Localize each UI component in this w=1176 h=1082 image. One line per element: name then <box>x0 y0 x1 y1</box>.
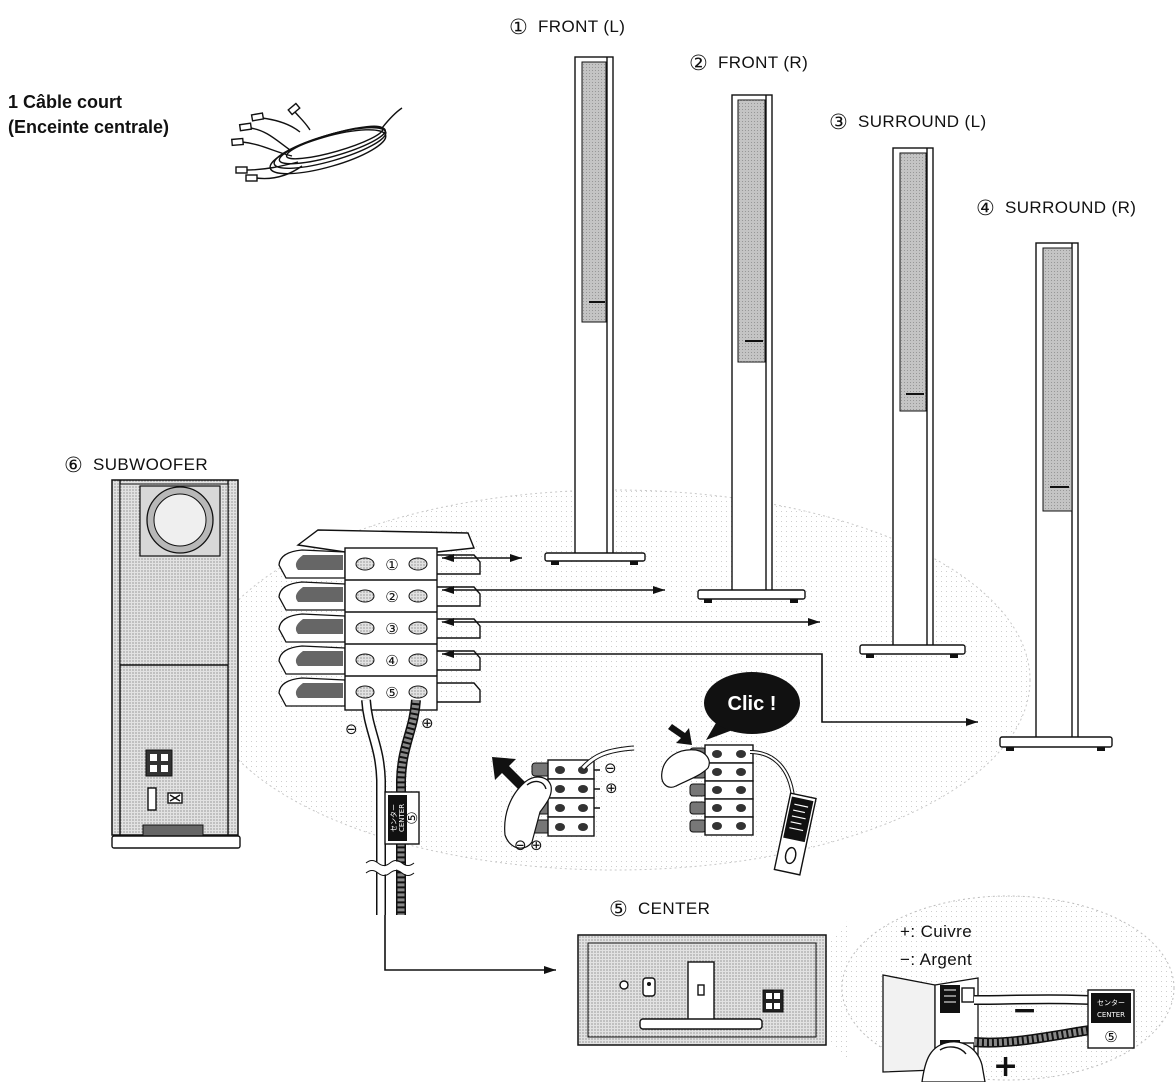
connection-arrows <box>384 554 978 974</box>
hand-illustration-insert: ⊖ ⊕ ⊖ ⊕ <box>492 745 635 854</box>
terminal-hole-minus <box>355 653 375 667</box>
tag-number: ⑤ <box>403 811 421 824</box>
surround-right-label: SURROUND (R) <box>1005 198 1136 217</box>
label-surround-left: ③ SURROUND (L) <box>829 110 987 134</box>
front-left-number: ① <box>509 15 528 39</box>
zoom-tag-number: ⑤ <box>1104 1028 1117 1046</box>
zoom-minus-sign: − <box>1012 993 1037 1028</box>
cable-subtitle: (Enceinte centrale) <box>8 117 169 137</box>
finger <box>921 1041 986 1082</box>
subwoofer <box>111 479 241 849</box>
label-front-left: ① FRONT (L) <box>509 15 625 39</box>
speaker-base <box>999 736 1113 748</box>
hand1-minus-sign: ⊖ <box>604 759 617 777</box>
center-base <box>639 1018 763 1030</box>
center-cable <box>361 699 421 915</box>
finger <box>661 749 710 788</box>
subwoofer-base <box>111 835 241 849</box>
block-plus-sign: ⊕ <box>421 714 434 732</box>
keyhole-icon <box>642 977 656 997</box>
legend-silver: −: Argent <box>900 950 972 969</box>
terminal-spring-tab <box>437 682 481 703</box>
click-text: Clic ! <box>728 693 777 715</box>
terminal-hole-minus <box>355 685 375 699</box>
mini-cable-tag <box>773 792 817 876</box>
speaker-surround-right <box>999 242 1113 751</box>
terminal-number-1: ① <box>385 556 398 574</box>
terminal-number-2: ② <box>385 588 398 606</box>
terminal-hole-plus <box>408 589 428 603</box>
surround-left-number: ③ <box>829 110 848 134</box>
terminal-hole-minus <box>355 557 375 571</box>
cable-break-mark <box>363 861 417 875</box>
front-right-number: ② <box>689 51 708 75</box>
short-cable-illustration <box>230 102 403 182</box>
label-surround-right: ④ SURROUND (R) <box>976 196 1136 220</box>
terminal-spring-tab <box>437 586 481 607</box>
arrow-up-left-icon <box>492 757 530 794</box>
terminal-number-4: ④ <box>385 652 398 670</box>
terminal-number-3: ③ <box>385 620 398 638</box>
mini-terminal-stack <box>689 744 754 836</box>
hand1-bottom-plus-sign: ⊕ <box>530 836 543 854</box>
arrow-center <box>384 905 556 974</box>
speaker-base <box>697 589 806 600</box>
zoom-cable-tag: センター CENTER ⑤ <box>1087 989 1135 1049</box>
block-minus-sign: ⊖ <box>345 720 358 738</box>
subwoofer-label: SUBWOOFER <box>93 455 208 474</box>
cable-title: 1 Câble court <box>8 92 122 112</box>
label-subwoofer: ⑥ SUBWOOFER <box>64 453 208 477</box>
speaker-base <box>544 552 646 562</box>
legend-copper: +: Cuivre <box>900 922 972 941</box>
tag-japanese-text: センター <box>389 804 398 832</box>
hand-illustration-click <box>661 724 817 876</box>
subwoofer-terminal-panel <box>145 749 173 777</box>
click-bubble: Clic ! <box>704 672 800 740</box>
surround-left-label: SURROUND (L) <box>858 112 987 131</box>
arrow-surround-right <box>442 650 978 726</box>
front-left-label: FRONT (L) <box>538 17 625 36</box>
speaker-front-right <box>697 94 806 603</box>
surround-right-number: ④ <box>976 196 995 220</box>
terminal-spring-tab <box>437 618 481 639</box>
center-label: CENTER <box>638 899 710 918</box>
label-center: ⑤ CENTER <box>609 897 710 921</box>
finger <box>504 776 552 849</box>
center-speaker <box>577 918 850 1062</box>
terminal-spring-tab <box>437 650 481 671</box>
hand1-bottom-minus-sign: ⊖ <box>514 836 527 854</box>
mini-terminal-stack <box>531 759 600 837</box>
center-cable-tag: センター CENTER ⑤ <box>384 791 421 845</box>
terminal-number-5: ⑤ <box>385 684 398 702</box>
center-number: ⑤ <box>609 897 628 921</box>
label-front-right: ② FRONT (R) <box>689 51 808 75</box>
speaker-terminal-block: ① ② ③ ④ ⑤ <box>278 529 481 711</box>
speaker-base <box>859 644 966 655</box>
hand1-plus-sign: ⊕ <box>605 779 618 797</box>
subwoofer-number: ⑥ <box>64 453 83 477</box>
center-terminal <box>762 989 784 1013</box>
tag-english-text: CENTER <box>398 804 406 832</box>
terminal-hole-minus <box>355 589 375 603</box>
terminal-hole-plus <box>408 653 428 667</box>
zoom-tag-japanese-text: センター <box>1097 998 1125 1007</box>
terminal-hole-plus <box>408 557 428 571</box>
center-terminal-zoom: +: Cuivre −: Argent − + センター CENTER ⑤ <box>841 895 1175 1082</box>
terminal-hole-minus <box>355 621 375 635</box>
terminal-clip-minus <box>940 985 960 1013</box>
terminal-hole-plus <box>408 621 428 635</box>
terminal-hole-plus <box>408 685 428 699</box>
speaker-front-left <box>544 56 646 565</box>
zoom-plus-sign: + <box>993 1049 1018 1082</box>
arrow-down-right-icon <box>668 724 692 745</box>
front-right-label: FRONT (R) <box>718 53 808 72</box>
terminal-spring-tab <box>437 554 481 575</box>
zoom-tag-english-text: CENTER <box>1097 1011 1125 1019</box>
